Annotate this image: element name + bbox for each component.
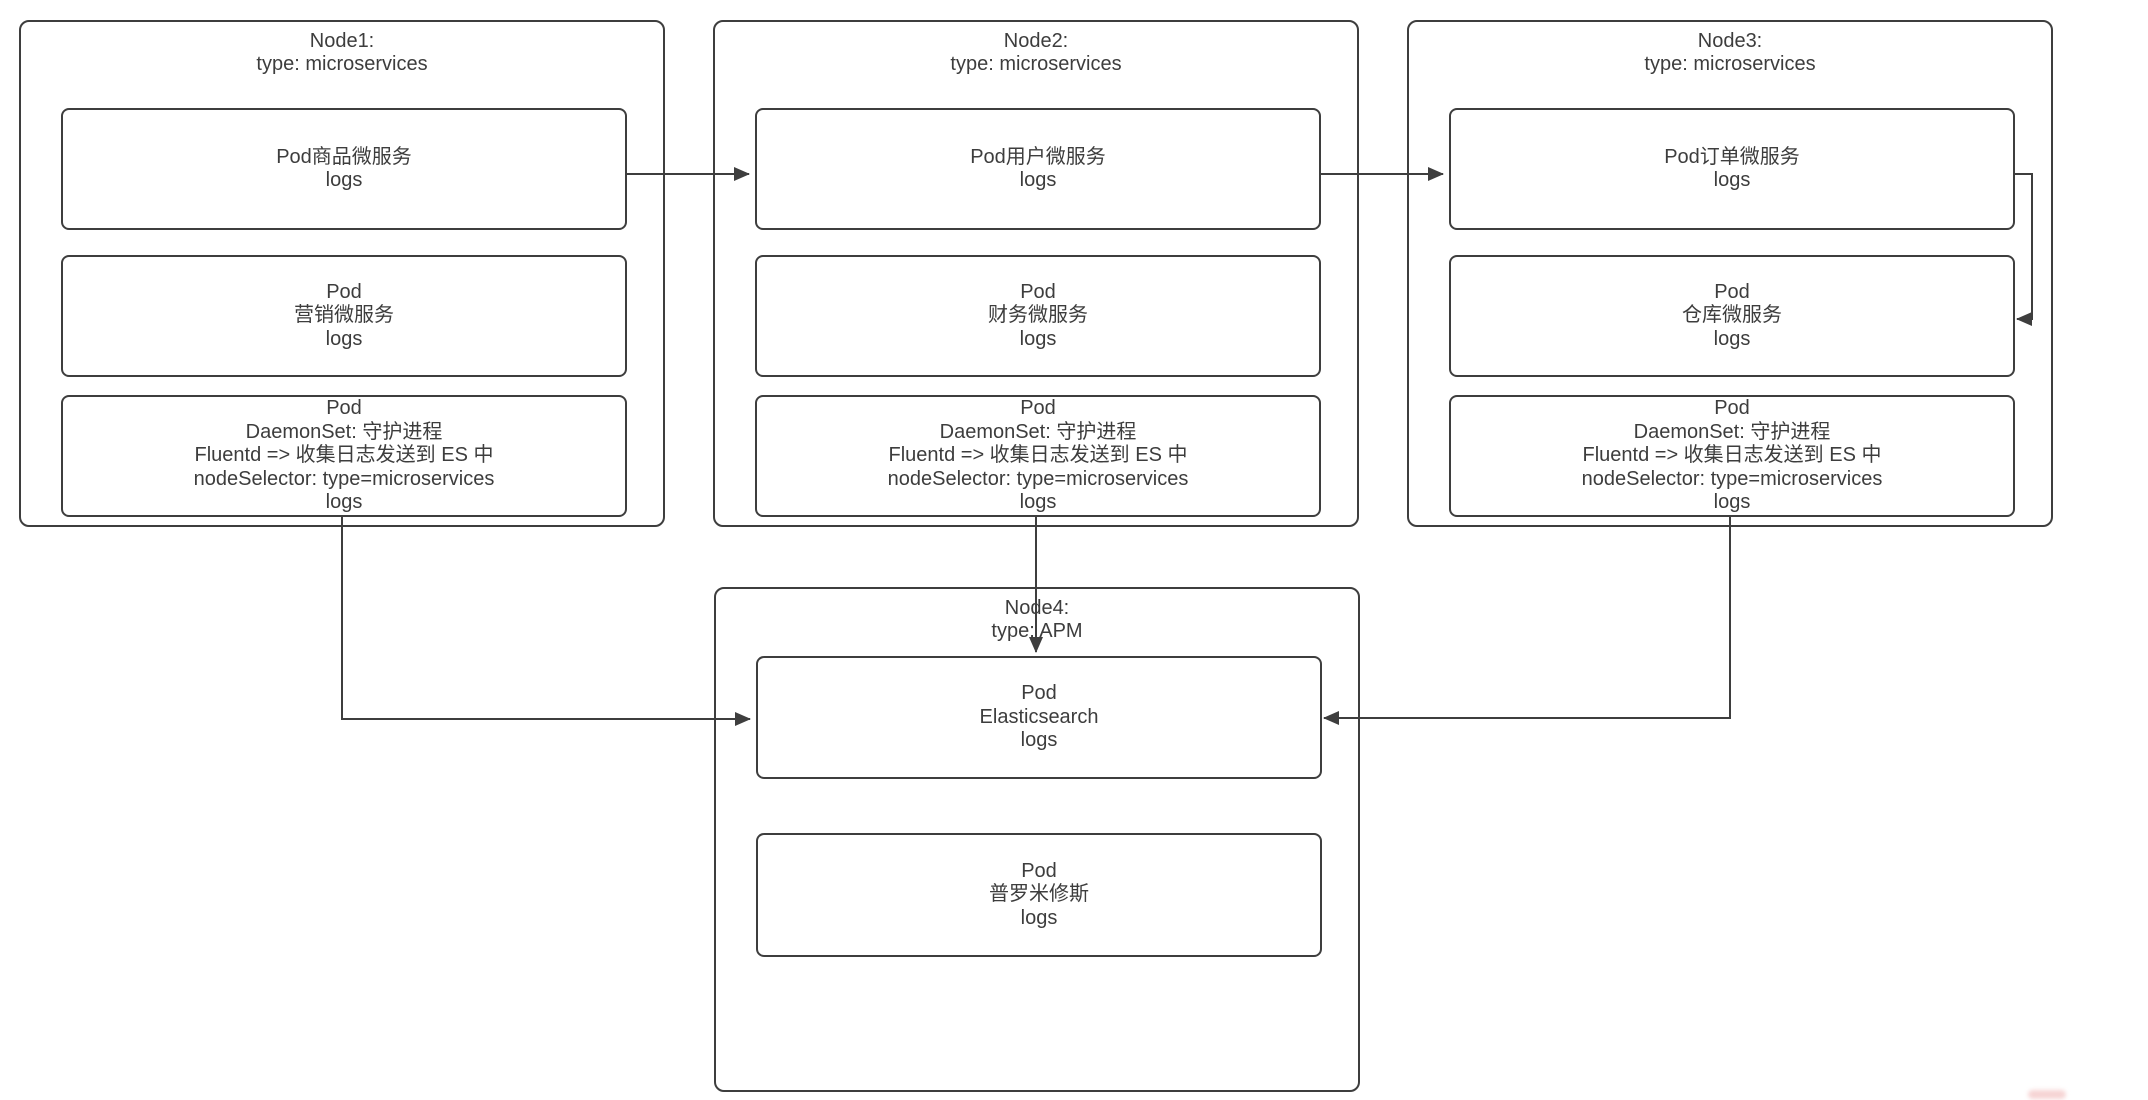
pod-line: logs	[1020, 729, 1058, 752]
pod-line: nodeSelector: type=microservices	[887, 467, 1189, 490]
node1-pod-daemonset-box: Pod DaemonSet: 守护进程 Fluentd => 收集日志发送到 E…	[61, 395, 627, 517]
pod-line: Pod	[326, 280, 362, 303]
node2-title-line2: type: microservices	[950, 53, 1122, 75]
node1-title: Node1: type: microservices	[21, 30, 663, 76]
pod-line: nodeSelector: type=microservices	[193, 467, 495, 490]
pod-line: nodeSelector: type=microservices	[1581, 467, 1883, 490]
node3-box: Node3: type: microservices Pod订单微服务 logs…	[1407, 20, 2053, 527]
pod-line: Pod	[326, 397, 362, 420]
node2-pod-user-box: Pod用户微服务 logs	[755, 108, 1321, 230]
node1-box: Node1: type: microservices Pod商品微服务 logs…	[19, 20, 665, 527]
node2-title-line1: Node2:	[1003, 30, 1069, 52]
pod-line: logs	[1713, 169, 1751, 191]
pod-line: logs	[1019, 327, 1057, 350]
arrow-node3-pod3-to-elasticsearch	[1323, 517, 1731, 725]
pod-line: Pod订单微服务	[1664, 145, 1800, 168]
pod-line: DaemonSet: 守护进程	[1633, 420, 1831, 443]
pod-line: logs	[1020, 906, 1058, 929]
node1-title-line2: type: microservices	[256, 53, 428, 75]
node3-pod-daemonset-box: Pod DaemonSet: 守护进程 Fluentd => 收集日志发送到 E…	[1449, 395, 2015, 517]
pod-line: logs	[1019, 169, 1057, 191]
pod-line: Fluentd => 收集日志发送到 ES 中	[888, 444, 1188, 467]
pod-line: DaemonSet: 守护进程	[245, 420, 443, 443]
pod-line: logs	[325, 491, 363, 514]
pod-line: Fluentd => 收集日志发送到 ES 中	[1582, 444, 1882, 467]
node1-pod-marketing-box: Pod 营销微服务 logs	[61, 255, 627, 377]
arrow-node3-pod1-to-node3-pod2-loop	[2013, 173, 2033, 326]
pod-line: 仓库微服务	[1682, 304, 1782, 327]
pod-line: logs	[1019, 491, 1057, 514]
node1-title-line1: Node1:	[309, 30, 375, 52]
pod-line: Pod商品微服务	[276, 145, 412, 168]
pod-line: Pod用户微服务	[970, 145, 1106, 168]
pod-line: Pod	[1714, 280, 1750, 303]
node3-pod-order-box: Pod订单微服务 logs	[1449, 108, 2015, 230]
node4-pod-elasticsearch-box: Pod Elasticsearch logs	[756, 656, 1322, 779]
arrow-node1-pod3-to-elasticsearch	[341, 517, 751, 726]
pod-line: logs	[1713, 491, 1751, 514]
pod-line: Pod	[1714, 397, 1750, 420]
node3-pod-warehouse-box: Pod 仓库微服务 logs	[1449, 255, 2015, 377]
node2-pod-daemonset-box: Pod DaemonSet: 守护进程 Fluentd => 收集日志发送到 E…	[755, 395, 1321, 517]
pod-line: DaemonSet: 守护进程	[939, 420, 1137, 443]
pod-line: logs	[325, 169, 363, 191]
pod-line: Elasticsearch	[979, 705, 1099, 728]
node4-pod-prometheus-box: Pod 普罗米修斯 logs	[756, 833, 1322, 957]
pod-line: 普罗米修斯	[989, 883, 1089, 906]
node4-box: Node4: type: APM Pod Elasticsearch logs …	[714, 587, 1360, 1092]
pod-line: Pod	[1020, 397, 1056, 420]
watermark-smudge	[2028, 1090, 2066, 1099]
pod-line: Pod	[1021, 859, 1057, 882]
pod-line: Fluentd => 收集日志发送到 ES 中	[194, 444, 494, 467]
node2-pod-finance-box: Pod 财务微服务 logs	[755, 255, 1321, 377]
node2-title: Node2: type: microservices	[715, 30, 1357, 76]
node3-title: Node3: type: microservices	[1409, 30, 2051, 76]
node2-box: Node2: type: microservices Pod用户微服务 logs…	[713, 20, 1359, 527]
pod-line: Pod	[1020, 280, 1056, 303]
pod-line: Pod	[1021, 682, 1057, 705]
node1-pod-product-box: Pod商品微服务 logs	[61, 108, 627, 230]
pod-line: logs	[1713, 327, 1751, 350]
pod-line: logs	[325, 327, 363, 350]
pod-line: 营销微服务	[294, 304, 394, 327]
pod-line: 财务微服务	[988, 304, 1088, 327]
node3-title-line2: type: microservices	[1644, 53, 1816, 75]
node3-title-line1: Node3:	[1697, 30, 1763, 52]
